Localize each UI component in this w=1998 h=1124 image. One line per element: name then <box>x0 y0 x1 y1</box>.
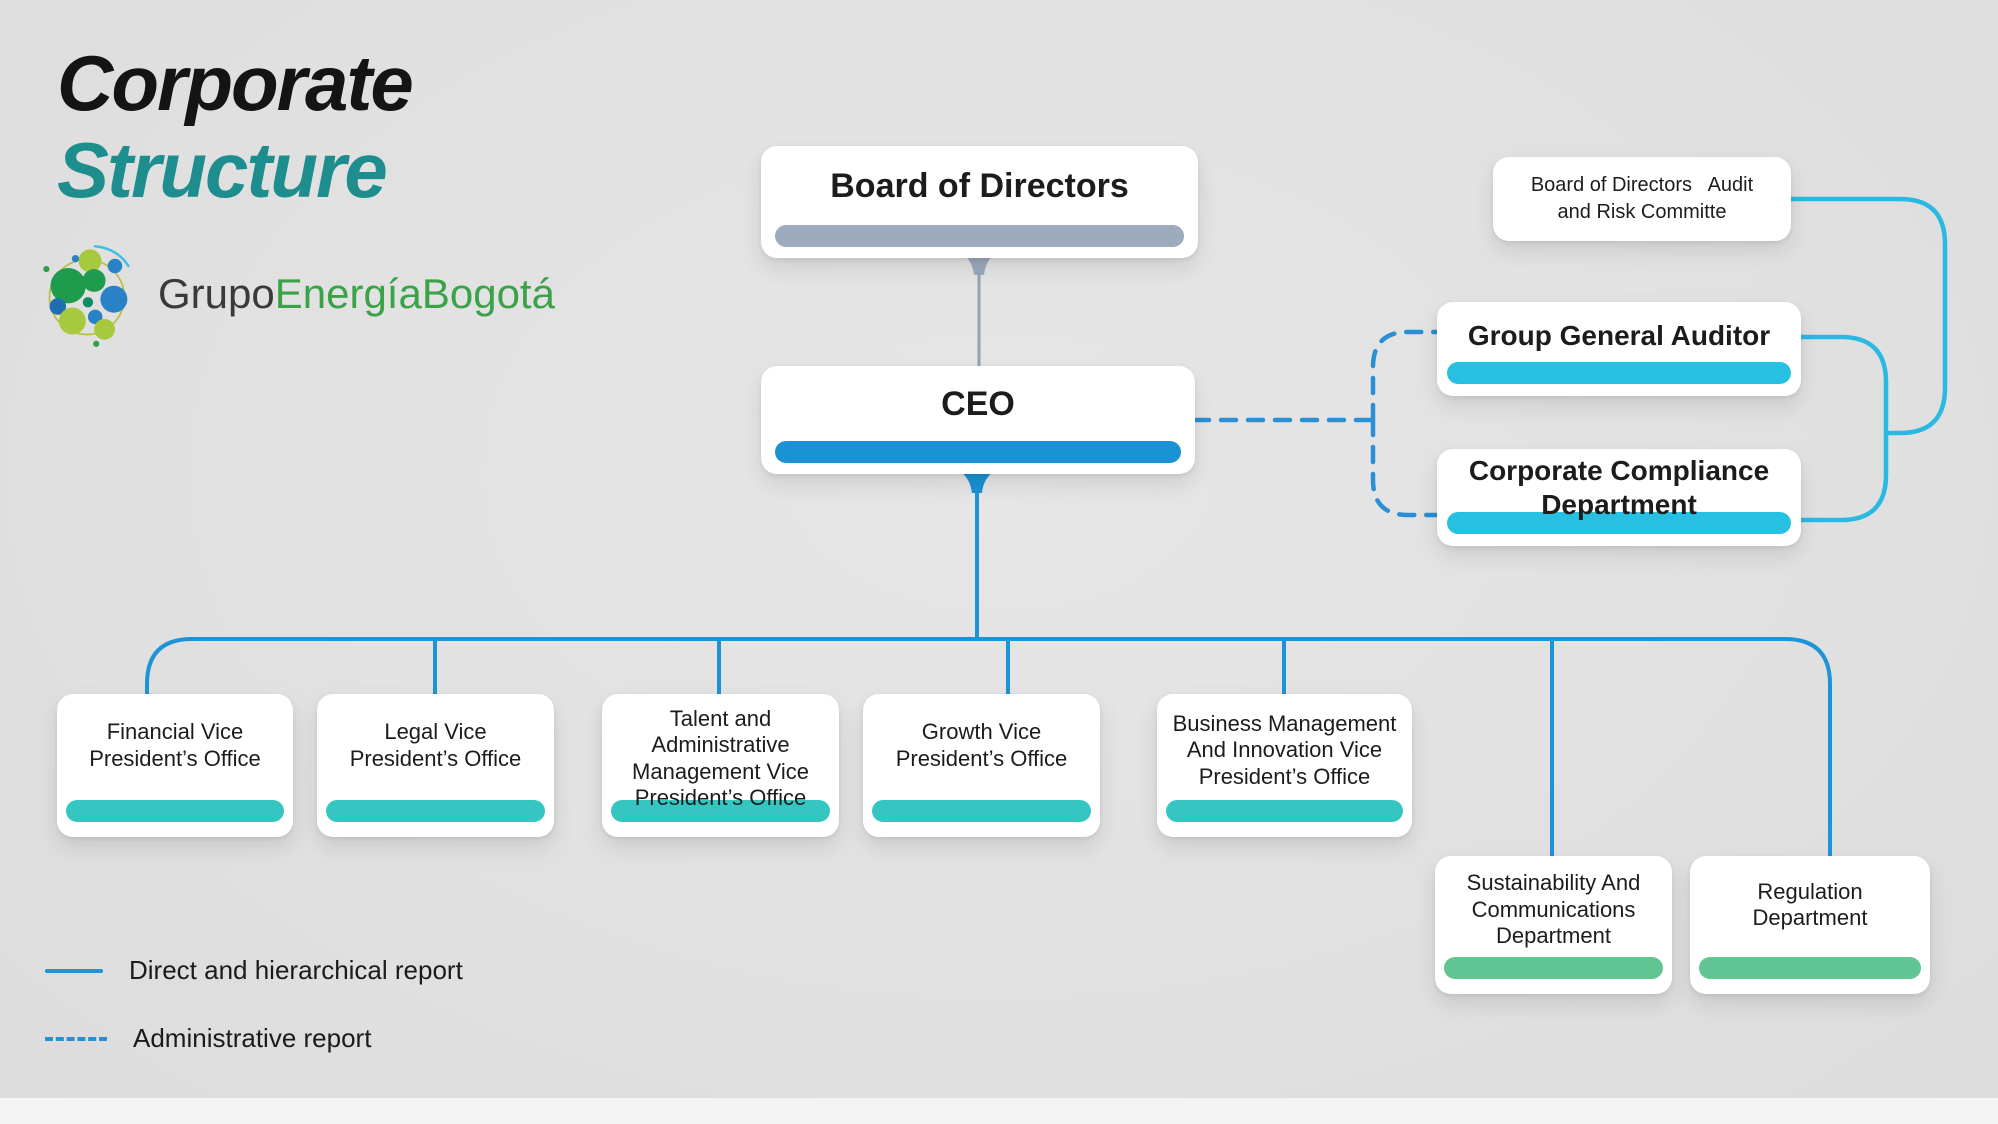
legend-label: Administrative report <box>133 1023 372 1053</box>
legend-label: Direct and hierarchical report <box>129 955 463 985</box>
legend-administrative-report: Administrative report <box>45 1023 371 1054</box>
node-board-of-directors: Board of Directors <box>761 146 1198 258</box>
company-logo: GrupoEnergíaBogotá <box>38 240 555 348</box>
board-funnel <box>929 243 1029 275</box>
accent-bar <box>872 800 1091 822</box>
node-label: Growth Vice President’s Office <box>895 719 1068 771</box>
logo-dots-icon <box>43 244 130 347</box>
node-ceo: CEO <box>761 366 1195 474</box>
node-audit-risk-committee: Board of Directors Audit and Risk Commit… <box>1493 157 1791 241</box>
ceo-funnel <box>927 461 1027 493</box>
page-title-line1: Corporate <box>57 39 414 127</box>
solid-line-swatch <box>45 968 103 973</box>
accent-bar <box>1166 800 1403 822</box>
bottom-strip <box>0 1098 1998 1124</box>
node-sustainability-communications: Sustainability And Communications Depart… <box>1435 856 1672 994</box>
node-regulation-department: Regulation Department <box>1690 856 1930 994</box>
legend-direct-report: Direct and hierarchical report <box>45 955 463 986</box>
page-title: Corporate Structure <box>57 39 414 215</box>
logo-word-grupo: Grupo <box>158 270 275 317</box>
node-legal-vp: Legal Vice President’s Office <box>317 694 554 837</box>
accent-bar <box>326 800 545 822</box>
logo-word-bogota: Bogotá <box>421 270 555 317</box>
node-label: Legal Vice President’s Office <box>349 719 522 771</box>
node-financial-vp: Financial Vice President’s Office <box>57 694 293 837</box>
accent-bar <box>1444 957 1663 979</box>
node-label: Sustainability And Communications Depart… <box>1466 870 1641 949</box>
accent-bar <box>66 800 284 822</box>
node-business-innovation-vp: Business Management And Innovation Vice … <box>1157 694 1412 837</box>
rail-drops <box>433 637 1554 864</box>
logo-wordmark: GrupoEnergíaBogotá <box>158 270 555 318</box>
node-label: Group General Auditor <box>1467 320 1771 352</box>
node-label: Board of Directors Audit and Risk Commit… <box>1530 174 1754 223</box>
dashed-line-swatch <box>45 1036 107 1041</box>
accent-bar <box>611 800 830 822</box>
node-label: Board of Directors <box>830 166 1129 205</box>
node-label: Regulation Department <box>1752 878 1868 930</box>
node-label: Financial Vice President’s Office <box>89 719 261 771</box>
node-growth-vp: Growth Vice President’s Office <box>863 694 1100 837</box>
accent-bar <box>775 441 1181 463</box>
node-label: Business Management And Innovation Vice … <box>1172 710 1397 789</box>
logo-word-energia: Energía <box>274 270 422 317</box>
administrative-dashed-lines <box>1191 329 1443 518</box>
node-talent-vp: Talent and Administrative Management Vic… <box>602 694 839 837</box>
accent-bar <box>1447 512 1791 534</box>
node-corporate-compliance: Corporate Compliance Department <box>1437 449 1801 546</box>
node-label: Talent and Administrative Management Vic… <box>632 705 809 810</box>
page-title-line2: Structure <box>57 126 388 215</box>
node-label: CEO <box>941 384 1015 423</box>
node-group-general-auditor: Group General Auditor <box>1437 302 1801 396</box>
auditor-compliance-bracket <box>1796 334 1889 523</box>
node-label: Corporate Compliance Department <box>1468 455 1770 520</box>
accent-bar <box>775 225 1184 247</box>
audit-committee-link <box>1786 196 1948 436</box>
accent-bar <box>1447 362 1791 384</box>
accent-bar <box>1699 957 1921 979</box>
report-rail <box>145 637 1832 864</box>
